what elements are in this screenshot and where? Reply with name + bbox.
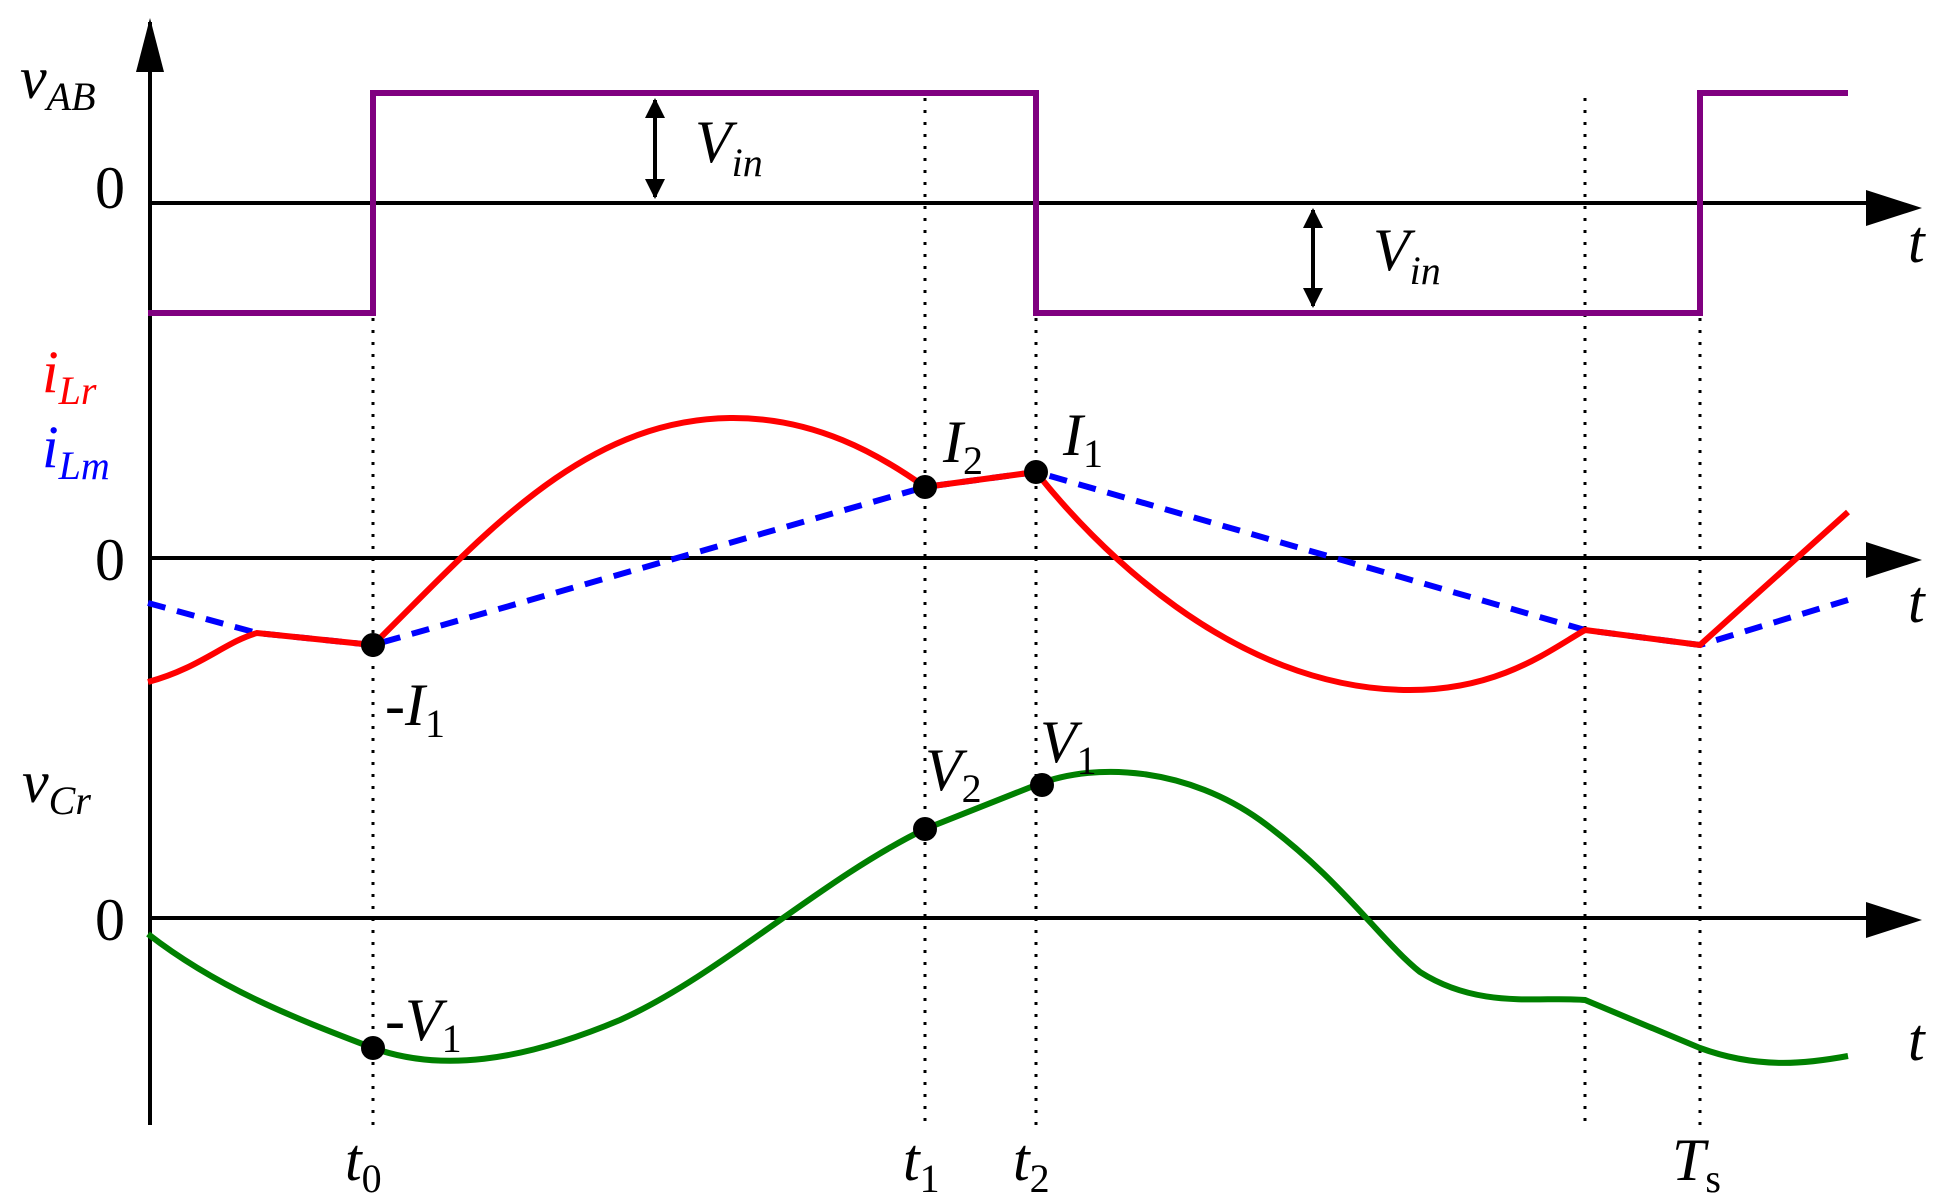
vab-waveform <box>148 90 1848 316</box>
vin-lower-label: Vin <box>1373 217 1441 293</box>
ilr-waveform <box>147 414 1851 694</box>
voltage-point-v1 <box>1030 773 1054 797</box>
current-time-axis-arrowhead <box>1866 542 1922 578</box>
i1-label: I1 <box>1062 402 1103 476</box>
vcr-time-axis-arrowhead <box>1866 902 1922 938</box>
vcr-axis-t-label: t <box>1908 1007 1926 1073</box>
i2-label: I2 <box>942 409 983 483</box>
voltage-point-minus-v1 <box>361 1036 385 1060</box>
ts-label: Ts <box>1672 1127 1721 1201</box>
vin-upper-label: Vin <box>695 109 763 185</box>
voltage-point-v2 <box>913 817 937 841</box>
vcr-zero-label: 0 <box>95 887 125 953</box>
v1-label: V1 <box>1040 709 1097 783</box>
ilm-label: iLm <box>42 414 110 488</box>
minus-i1-label: -I1 <box>385 672 445 746</box>
t0-label: t0 <box>345 1127 382 1201</box>
current-point-i1 <box>1024 460 1048 484</box>
vab-time-axis-arrowhead <box>1866 190 1922 226</box>
vab-axis-t-label: t <box>1908 209 1926 275</box>
vab-label: vAB <box>20 45 96 119</box>
current-axis-t-label: t <box>1908 569 1926 635</box>
current-point-i2 <box>913 475 937 499</box>
vcr-label: vCr <box>22 749 91 823</box>
t2-label: t2 <box>1013 1127 1050 1201</box>
current-point-minus-i1 <box>361 633 385 657</box>
t1-label: t1 <box>903 1127 940 1201</box>
vab-zero-label: 0 <box>95 155 125 221</box>
minus-v1-label: -V1 <box>385 987 462 1061</box>
vcr-waveform <box>146 768 1849 1066</box>
vertical-axis-arrowhead <box>136 18 164 72</box>
current-zero-label: 0 <box>95 527 125 593</box>
v2-label: V2 <box>925 737 982 811</box>
ilr-label: iLr <box>42 339 97 413</box>
